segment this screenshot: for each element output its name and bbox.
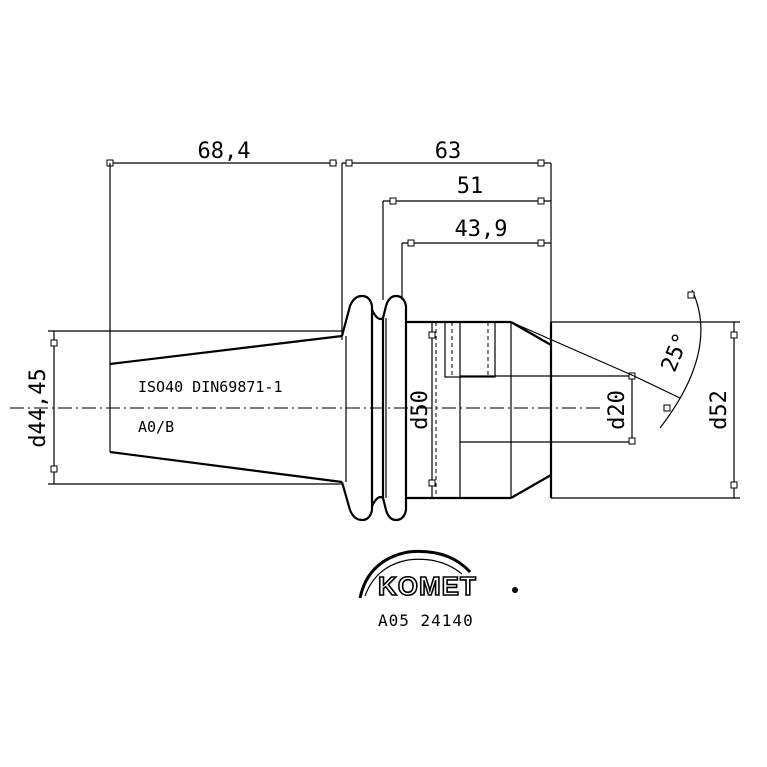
note-form: A0/B — [138, 418, 174, 436]
dimension-label-flange-to-end: 51 — [457, 174, 484, 199]
dimension-label-flange-diameter: d50 — [408, 390, 433, 430]
dimension-label-bore-diameter: d20 — [605, 390, 630, 430]
komet-logo: KOMET — [358, 549, 518, 602]
part-number: A05 24140 — [378, 611, 474, 630]
dimension-taper-length: 68,4 — [106, 139, 337, 167]
dimension-flange-diameter: d50 — [408, 322, 436, 498]
dimension-label-chamfer-angle: 25° — [657, 329, 695, 375]
threaded-hole — [435, 321, 496, 498]
dimension-outer-diameter: d52 — [551, 321, 740, 499]
dimension-overall-length: 63 — [342, 139, 551, 167]
dimension-flange-to-end: 51 — [383, 174, 551, 205]
tool-body — [406, 320, 553, 500]
note-standard: ISO40 DIN69871-1 — [138, 378, 283, 396]
dimension-bore-diameter: d20 — [605, 372, 636, 445]
dimension-label-outer-diameter: d52 — [707, 390, 732, 430]
taper-shank — [48, 330, 343, 485]
svg-text:KOMET: KOMET — [378, 571, 477, 601]
dimension-label-overall-length: 63 — [435, 139, 462, 164]
dimension-label-taper-length: 68,4 — [198, 139, 251, 164]
dimension-label-body-length: 43,9 — [455, 217, 508, 242]
dimension-body-length: 43,9 — [402, 217, 551, 247]
